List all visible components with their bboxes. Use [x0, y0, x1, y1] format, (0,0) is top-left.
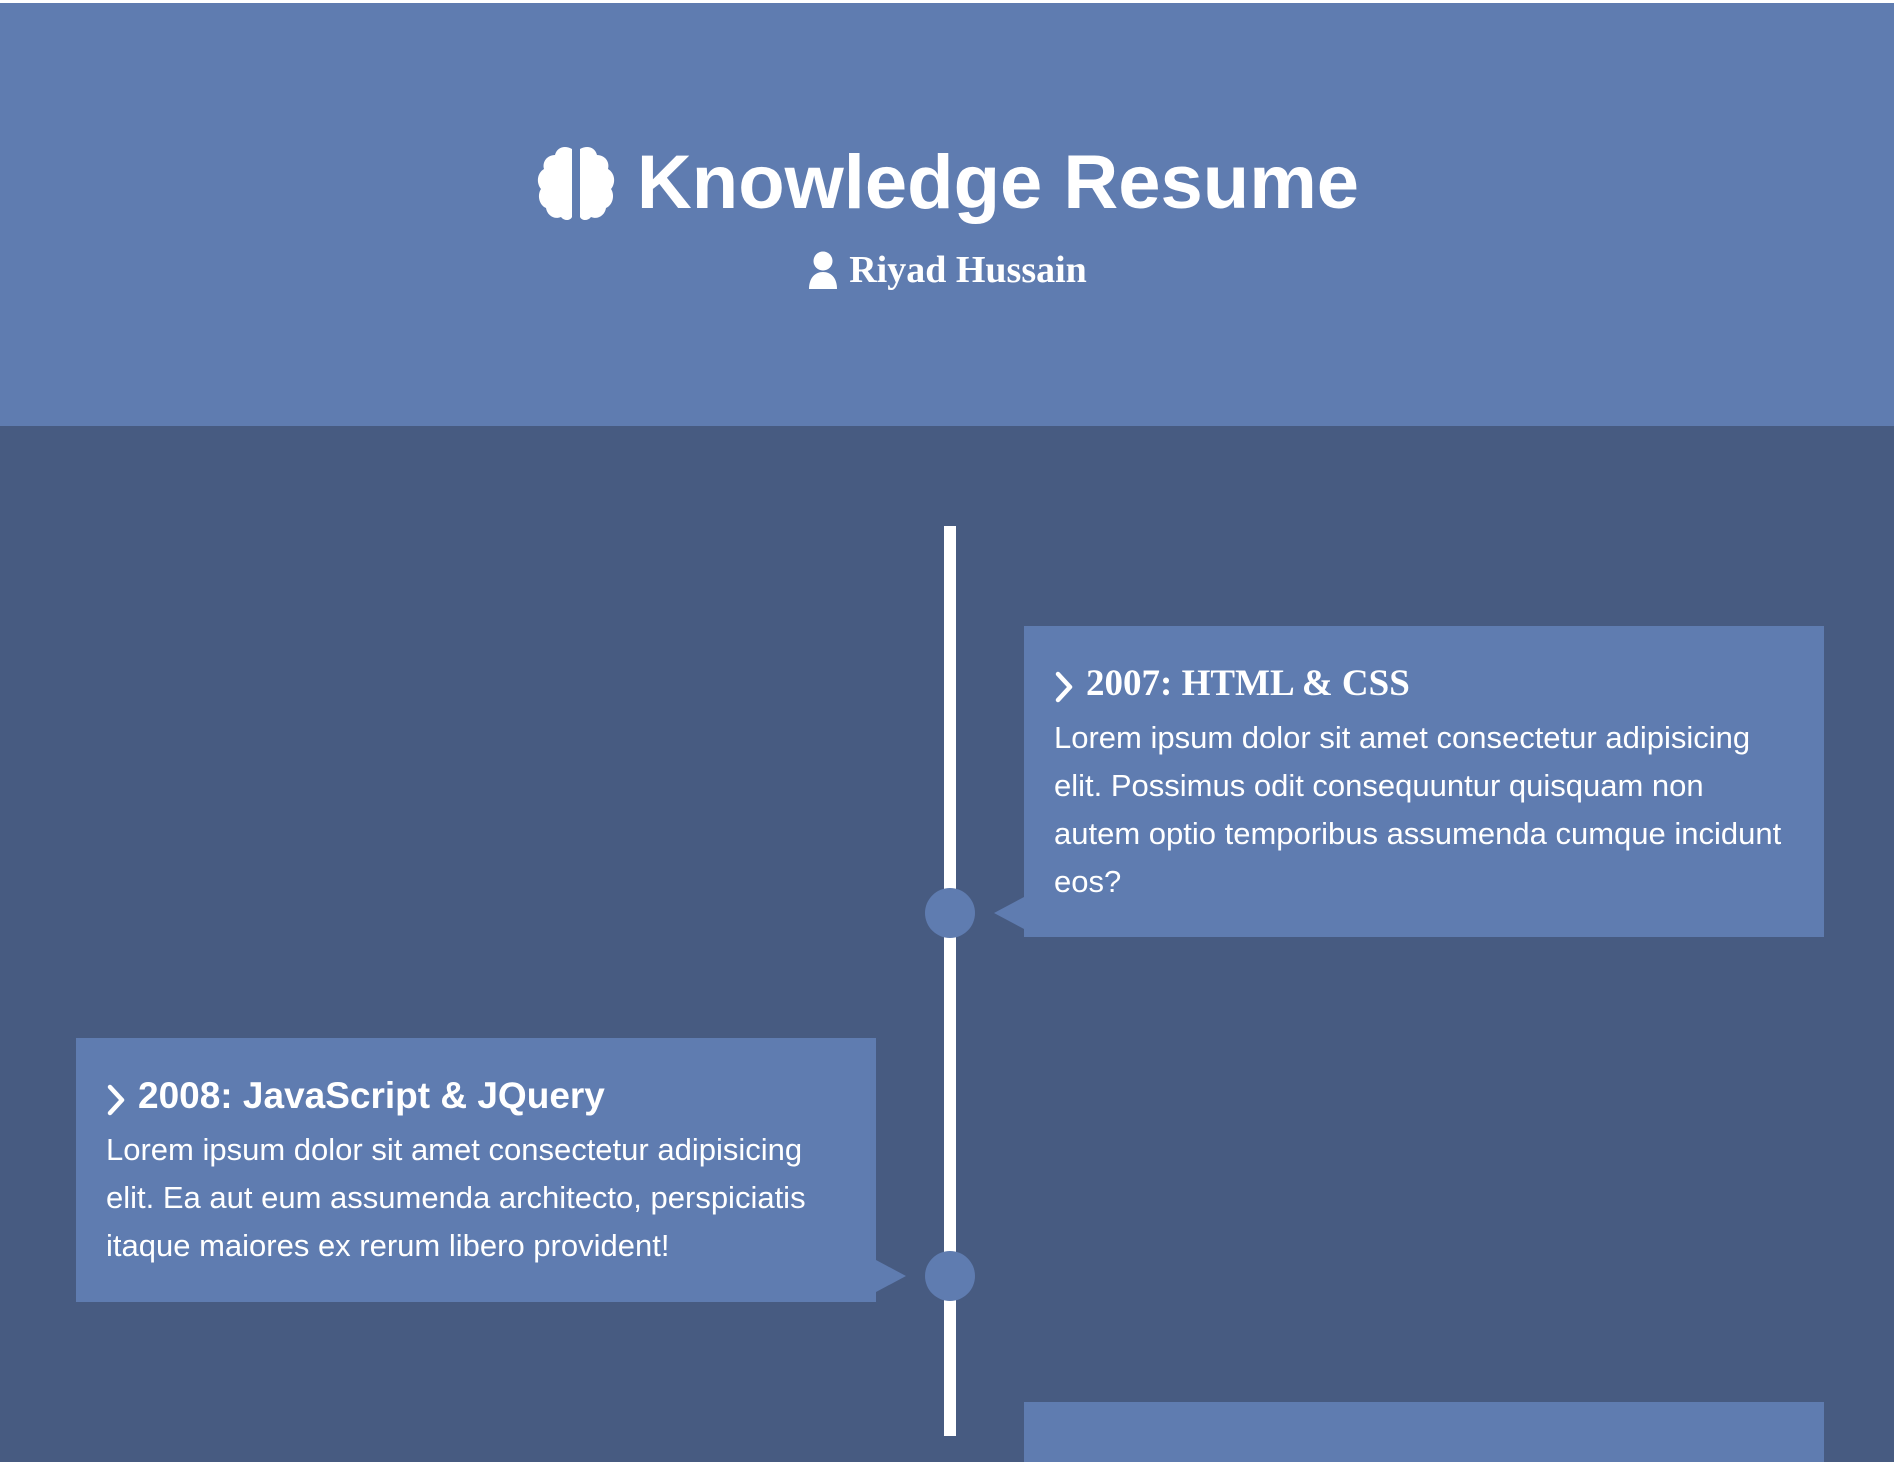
author-name: Riyad Hussain [849, 249, 1087, 291]
card-text: Lorem ipsum dolor sit amet consectetur a… [106, 1132, 806, 1263]
timeline: 2007: HTML & CSS Lorem ipsum dolor sit a… [0, 426, 1894, 1462]
user-icon [807, 251, 839, 289]
brain-icon [535, 145, 617, 221]
timeline-dot [925, 888, 975, 938]
card-pointer [994, 897, 1024, 929]
card-title: 2007: HTML & CSS [1086, 663, 1410, 704]
top-border [0, 0, 1894, 3]
chevron-right-icon [106, 1080, 126, 1116]
page-header: Knowledge Resume Riyad Hussain [0, 3, 1894, 426]
timeline-card: 2007: HTML & CSS Lorem ipsum dolor sit a… [1024, 626, 1824, 937]
author-row: Riyad Hussain [0, 248, 1894, 292]
card-heading: 2007: HTML & CSS [1054, 660, 1794, 708]
page-title: Knowledge Resume [636, 140, 1360, 225]
title-row: Knowledge Resume [0, 141, 1894, 225]
timeline-axis [944, 526, 956, 1436]
timeline-card: 2008: JavaScript & JQuery Lorem ipsum do… [76, 1038, 876, 1302]
card-text: Lorem ipsum dolor sit amet consectetur a… [1054, 720, 1782, 899]
card-heading: 2008: JavaScript & JQuery [106, 1072, 846, 1120]
chevron-right-icon [1054, 668, 1074, 703]
card-title: 2008: JavaScript & JQuery [138, 1075, 605, 1116]
timeline-card-partial [1024, 1402, 1824, 1462]
timeline-dot [925, 1251, 975, 1301]
card-pointer [876, 1260, 906, 1292]
